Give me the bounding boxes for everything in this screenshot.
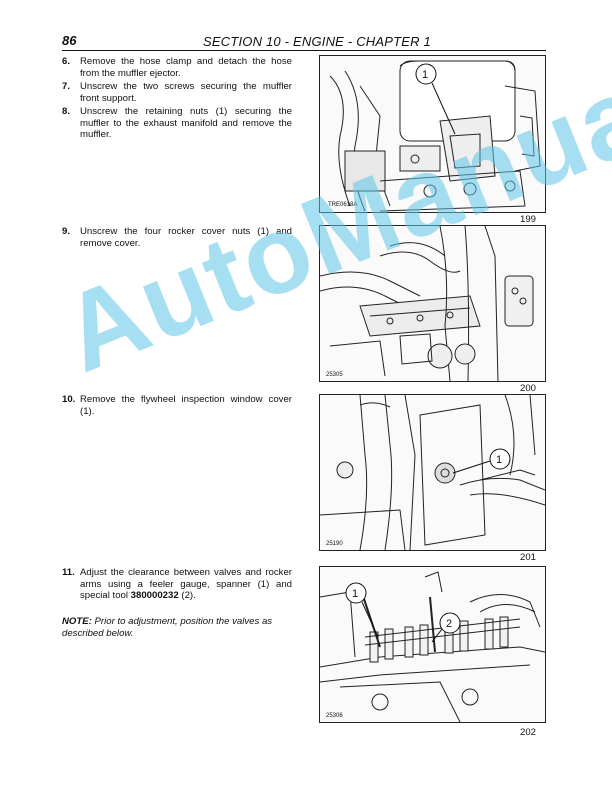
figure-200: 25305 [319,225,546,382]
page-number: 86 [62,33,77,48]
note: NOTE: Prior to adjustment, position the … [62,616,273,639]
step-8: 8. Unscrew the retaining nuts (1) securi… [62,106,292,141]
step-6: 6. Remove the hose clamp and detach the … [62,56,292,79]
figure-202: 1 2 25306 [319,566,546,723]
step-9: 9. Unscrew the four rocker cover nuts (1… [62,226,292,249]
svg-text:25190: 25190 [326,541,343,547]
svg-text:25305: 25305 [326,372,343,378]
figure-number-201: 201 [520,552,537,563]
header-rule [62,50,546,51]
figure-number-202: 202 [520,727,537,738]
callout-2: 2 [431,612,461,643]
step-10: 10. Remove the flywheel inspection windo… [62,394,292,417]
note-label: NOTE: [62,616,92,627]
svg-text:1: 1 [496,454,502,466]
callout-1: 1 [452,448,511,474]
step-7: 7. Unscrew the two screws securing the m… [62,81,292,104]
muffler-illustration: 1 TRE0618A [328,60,541,212]
svg-text:1: 1 [422,69,428,81]
callout-1: 1 [345,582,379,638]
svg-text:25306: 25306 [326,713,343,719]
tool-code: 380000232 [130,590,179,602]
figure-201: 1 25190 [319,394,546,551]
page-title: SECTION 10 - ENGINE - CHAPTER 1 [203,34,431,49]
figure-number-199: 199 [520,214,537,225]
figure-number-200: 200 [520,383,537,394]
flywheel-window-illustration: 1 25190 [320,395,545,550]
rocker-cover-illustration: 25305 [320,226,534,381]
valve-adjustment-illustration: 1 2 25306 [320,571,545,722]
step-11: 11. Adjust the clearance between valves … [62,567,292,602]
callout-1: 1 [415,63,456,135]
svg-text:1: 1 [352,588,358,600]
svg-text:TRE0618A: TRE0618A [328,202,357,208]
svg-text:2: 2 [446,618,452,630]
figure-199: 1 TRE0618A [319,55,546,213]
